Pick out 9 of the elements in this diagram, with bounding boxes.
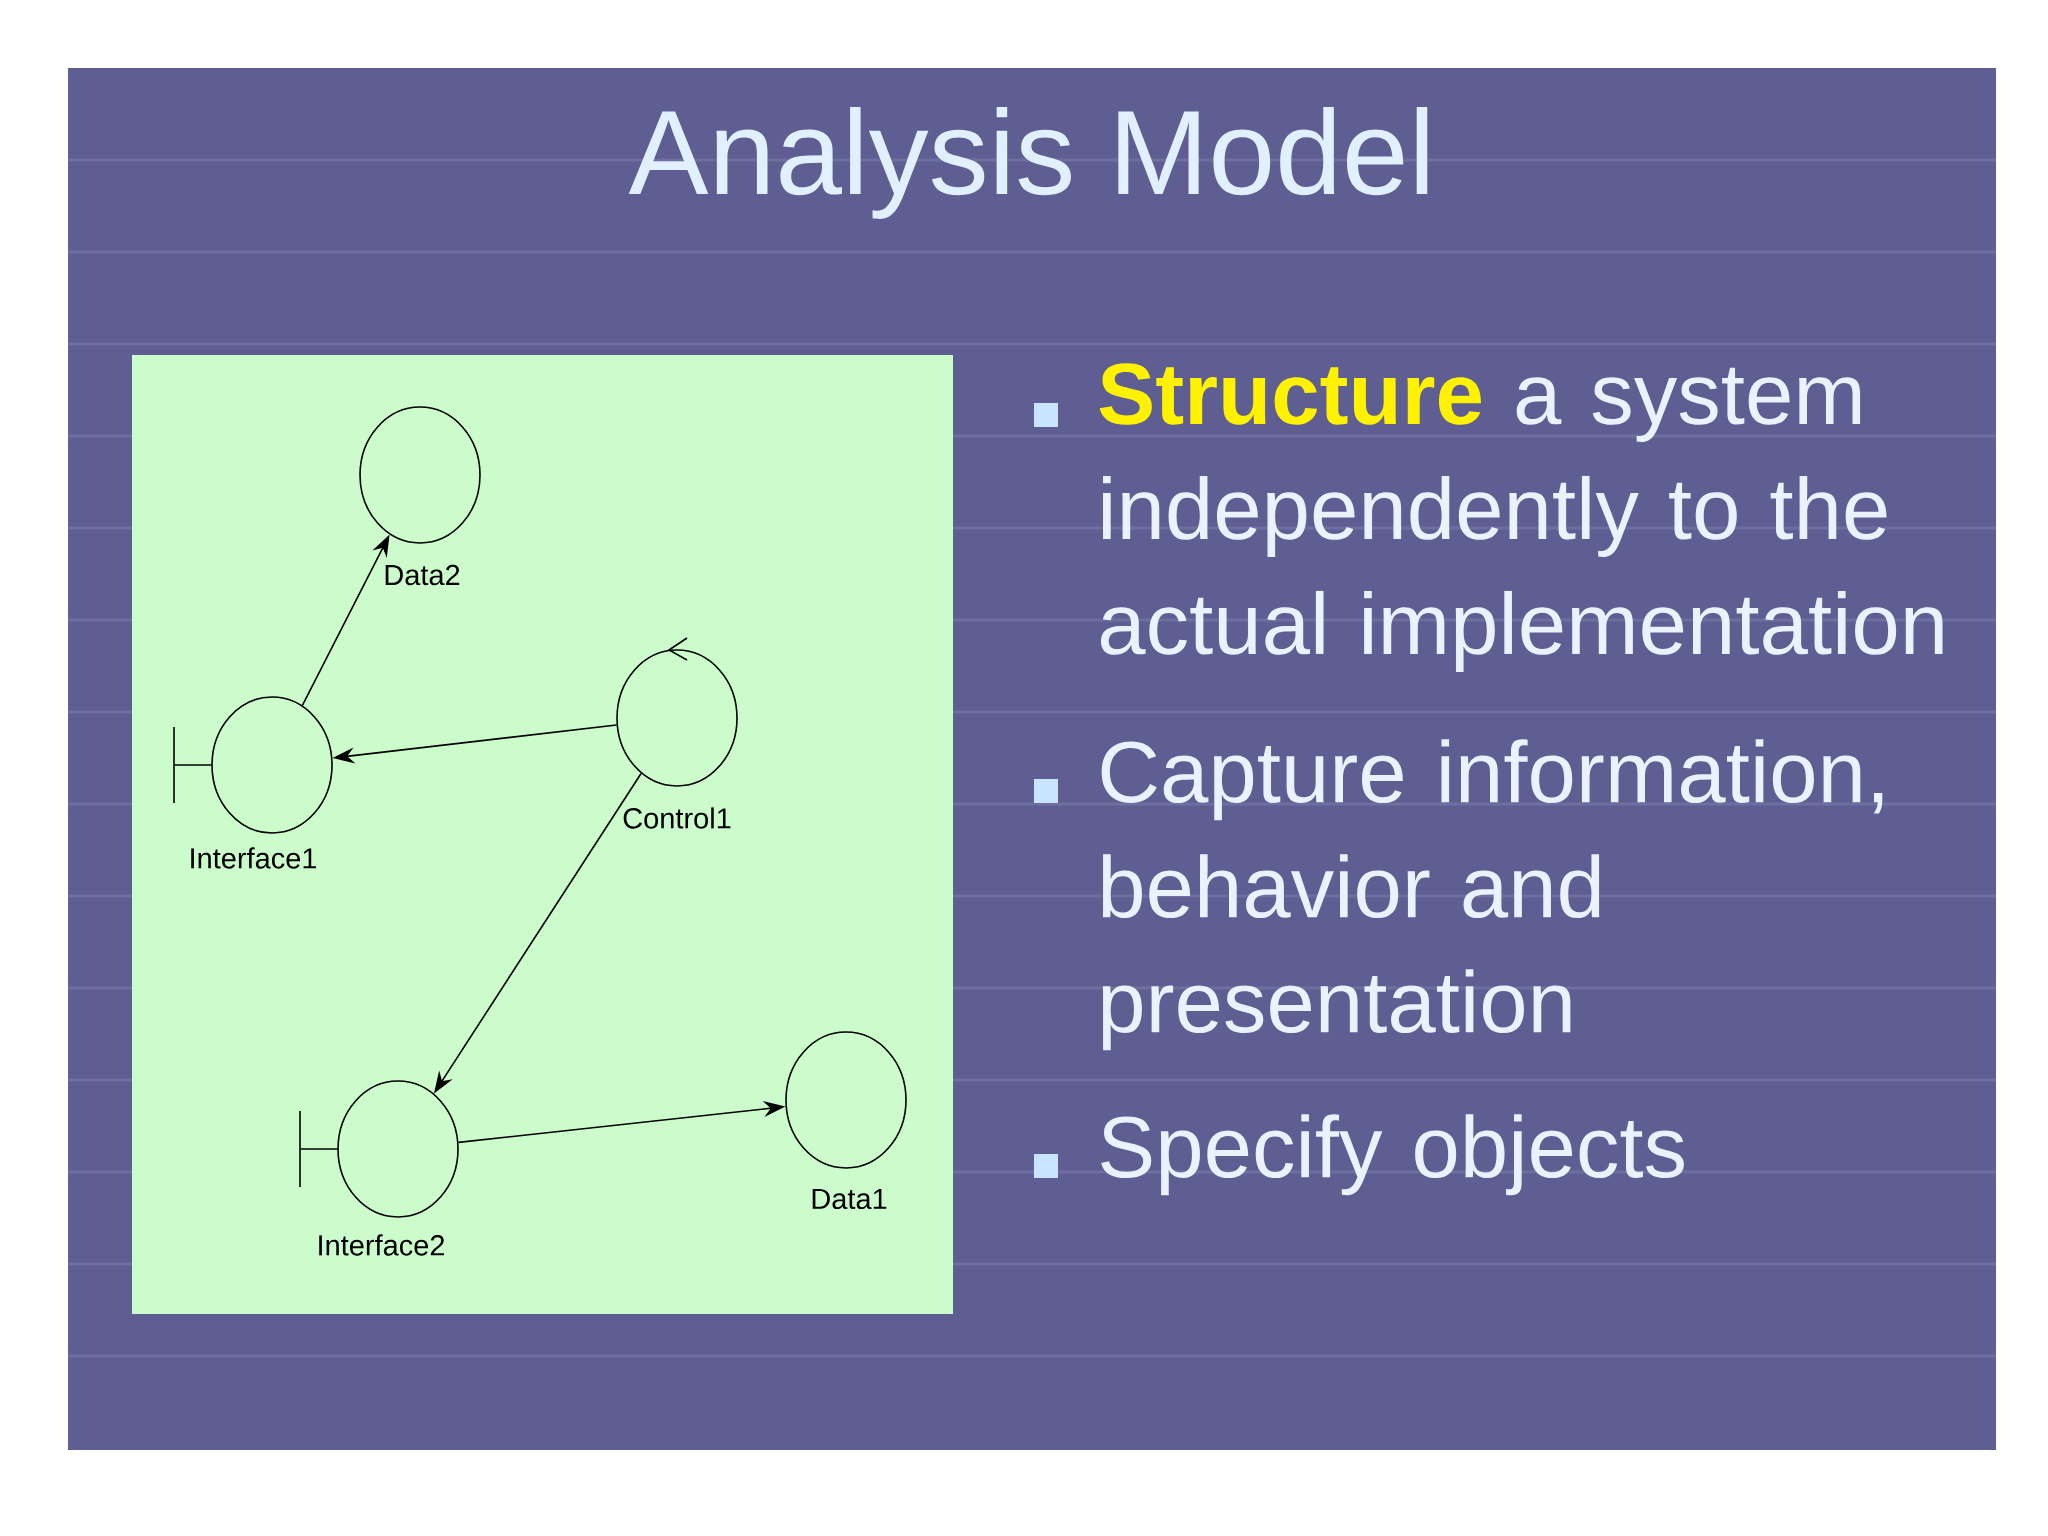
node-label: Control1: [623, 807, 731, 829]
node-label: Data2: [385, 564, 460, 586]
bullet-text: Structure a system independently to the actual implementation: [1099, 363, 1943, 672]
bullet-text: Capture information, behavior and presentation: [1101, 739, 1883, 1051]
node-label: Data1: [812, 1188, 887, 1210]
node-label: Interface2: [319, 1234, 445, 1256]
bullet-text: Specify objects: [1101, 1114, 1684, 1196]
node-label: Interface1: [191, 847, 317, 869]
slide-title: Analysis Model: [628, 107, 1428, 219]
